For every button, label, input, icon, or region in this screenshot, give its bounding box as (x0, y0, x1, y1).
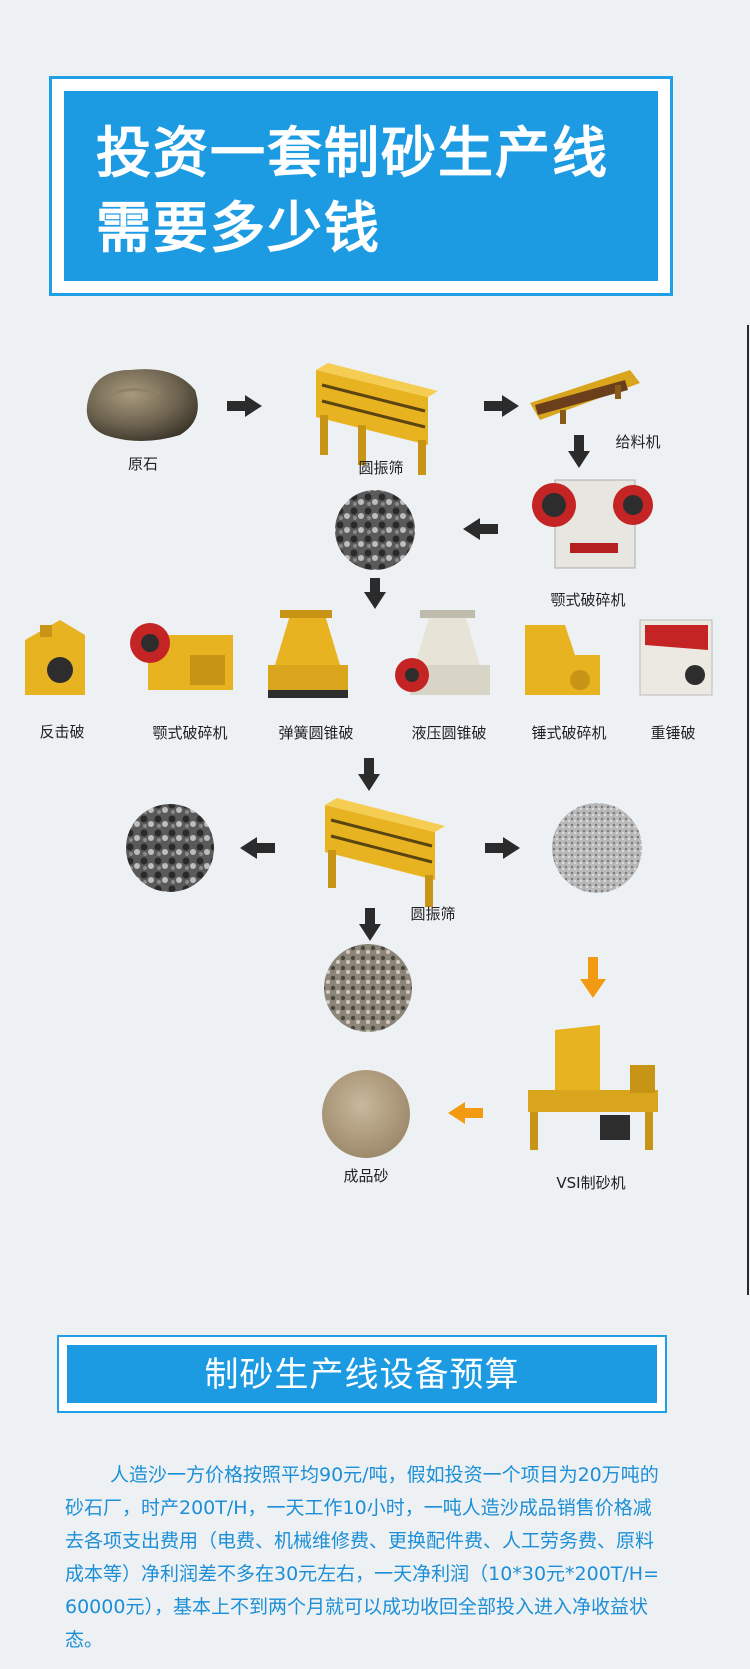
budget-paragraph: 人造沙一方价格按照平均90元/吨，假如投资一个项目为20万吨的砂石厂，时产200… (65, 1464, 660, 1651)
production-flow: 原石 圆振筛 给料机 颚式破碎机 反击破 颚式破碎机 弹簧圆锥破 液压圆锥破 锤… (0, 325, 750, 1305)
arrow-down-icon (364, 578, 386, 609)
finished-sand-image (322, 1070, 410, 1158)
arrow-right-icon (227, 395, 262, 417)
label-vsi-sand-maker: VSI制砂机 (556, 1174, 626, 1192)
heavy-hammer-crusher-image (639, 619, 713, 696)
hammer-crusher-image (525, 625, 600, 695)
fine-aggregate-image (552, 803, 642, 893)
label-impact-crusher: 反击破 (39, 723, 85, 741)
label-raw-stone: 原石 (127, 455, 159, 473)
arrow-left-icon (463, 518, 498, 540)
arrow-down-icon (568, 435, 590, 468)
hero-title-line2: 需要多少钱 (96, 196, 382, 260)
jaw-crusher-image (532, 479, 653, 569)
label-heavy-hammer-crusher: 重锤破 (650, 724, 696, 742)
coarse-aggregate-image (126, 804, 214, 892)
arrow-right-icon (485, 837, 520, 859)
hero-title-line1: 投资一套制砂生产线 (96, 121, 610, 185)
label-finished-sand: 成品砂 (343, 1167, 389, 1185)
budget-header: 制砂生产线设备预算 (57, 1335, 667, 1413)
arrow-down-icon (359, 908, 381, 941)
arrow-down-icon (358, 758, 380, 791)
hero-banner-inner: 投资一套制砂生产线 需要多少钱 (64, 91, 658, 281)
hydraulic-cone-crusher-image (395, 610, 490, 695)
spring-cone-crusher-image (268, 610, 348, 698)
vibrating-screen-image (325, 798, 445, 907)
flow-graphics (25, 363, 713, 1158)
right-edge-line (747, 325, 749, 1295)
label-jaw-crusher: 颚式破碎机 (152, 724, 228, 742)
hero-banner: 投资一套制砂生产线 需要多少钱 (49, 76, 673, 296)
label-hydraulic-cone-crusher: 液压圆锥破 (411, 724, 487, 742)
label-jaw-crusher-main: 颚式破碎机 (550, 591, 626, 609)
jaw-crusher-small-image (130, 623, 233, 690)
vibrating-screen-image (316, 363, 438, 475)
label-vibrating-screen-2: 圆振筛 (410, 905, 456, 923)
arrow-left-orange-icon (448, 1102, 483, 1124)
label-spring-cone-crusher: 弹簧圆锥破 (278, 724, 354, 742)
label-feeder: 给料机 (615, 433, 661, 451)
medium-aggregate-image (324, 944, 412, 1032)
label-vibrating-screen-1: 圆振筛 (358, 459, 404, 477)
crushed-stone-image (335, 490, 415, 570)
impact-crusher-image (25, 620, 85, 695)
raw-stone-image (86, 369, 198, 441)
arrow-down-orange-icon (580, 957, 606, 998)
budget-heading: 制砂生产线设备预算 (67, 1345, 657, 1403)
arrow-right-icon (484, 395, 519, 417)
label-hammer-crusher: 锤式破碎机 (531, 724, 607, 742)
feeder-image (530, 370, 640, 424)
vsi-sand-maker-image (528, 1025, 658, 1150)
arrow-left-icon (240, 837, 275, 859)
